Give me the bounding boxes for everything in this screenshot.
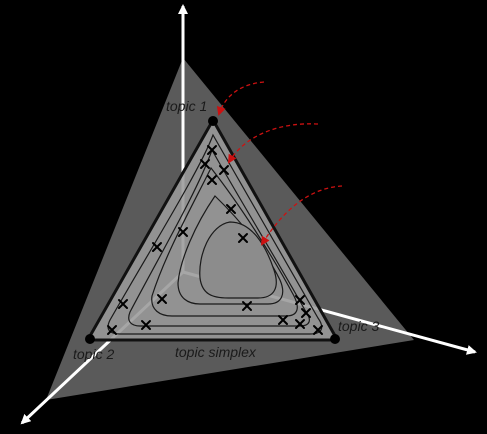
- red-arrow-2: [227, 123, 319, 164]
- vertex-topic-2: [85, 334, 95, 344]
- cross-mark: [238, 233, 248, 243]
- cross-mark: [207, 175, 217, 185]
- label-topic-1: topic 1: [166, 98, 207, 114]
- vertex-topic-1: [208, 116, 218, 126]
- cross-mark: [157, 294, 167, 304]
- cross-mark: [219, 165, 229, 175]
- cross-mark: [278, 315, 288, 325]
- contour-5: [199, 221, 277, 299]
- cross-mark: [295, 319, 305, 329]
- cross-mark: [242, 301, 252, 311]
- label-topic-2: topic 2: [73, 346, 114, 362]
- cross-mark: [118, 299, 128, 309]
- data-points: [107, 145, 323, 335]
- cross-mark: [313, 325, 323, 335]
- cross-mark: [152, 242, 162, 252]
- cross-mark: [295, 295, 305, 305]
- cross-mark: [178, 227, 188, 237]
- red-arrow-3: [260, 185, 343, 246]
- cross-mark: [301, 308, 311, 318]
- red-arrow-1: [216, 81, 265, 116]
- cross-mark: [107, 325, 117, 335]
- label-topic-simplex: topic simplex: [175, 344, 257, 360]
- cross-mark: [200, 159, 210, 169]
- contour-1: [107, 133, 323, 335]
- vertex-topic-3: [330, 334, 340, 344]
- red-arrows: [216, 81, 343, 246]
- cross-mark: [141, 320, 151, 330]
- cross-mark: [226, 204, 236, 214]
- cross-mark: [207, 145, 217, 155]
- label-topic-3: topic 3: [338, 318, 379, 334]
